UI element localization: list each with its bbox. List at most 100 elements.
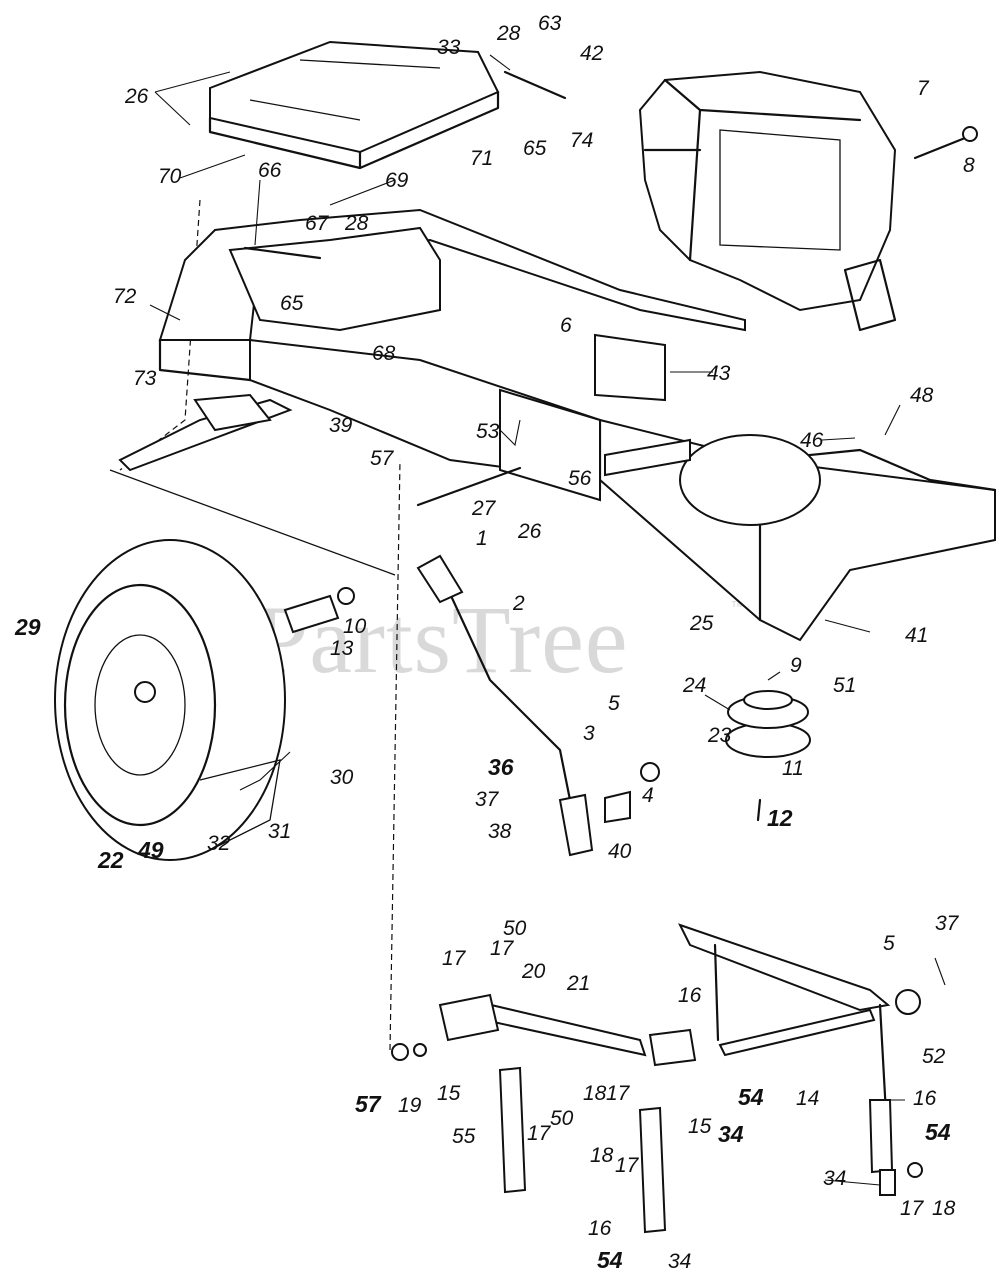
- label-22: 22: [97, 847, 124, 873]
- label-56: 56: [568, 467, 592, 490]
- engine: [638, 70, 897, 332]
- label-42: 42: [580, 42, 604, 65]
- tractor-frame: [158, 208, 997, 642]
- washer-10: [337, 587, 355, 605]
- bracket-4: [604, 790, 631, 824]
- label-24: 24: [682, 674, 706, 697]
- label-72: 72: [113, 285, 137, 308]
- label-65-mid: 65: [280, 292, 304, 315]
- label-63: 63: [538, 12, 562, 35]
- label-17-b: 17: [490, 937, 515, 960]
- label-33: 33: [437, 36, 461, 59]
- label-23: 23: [707, 724, 732, 747]
- rear-wheel: [54, 539, 286, 861]
- label-36: 36: [488, 754, 514, 780]
- label-18-c: 18: [932, 1197, 956, 1220]
- label-74: 74: [570, 129, 593, 152]
- label-69: 69: [385, 169, 409, 192]
- lift-linkage: [391, 923, 923, 1234]
- label-43: 43: [707, 362, 731, 385]
- label-46: 46: [800, 429, 824, 452]
- label-52: 52: [922, 1045, 946, 1068]
- label-10: 10: [343, 615, 367, 638]
- label-31: 31: [268, 820, 291, 843]
- label-13: 13: [330, 637, 354, 660]
- leader-lines: [149, 54, 946, 1186]
- label-26-top: 26: [124, 85, 149, 108]
- label-17-c: 17: [606, 1082, 631, 1105]
- label-16-top: 16: [678, 984, 702, 1007]
- label-34-bottom: 34: [668, 1250, 691, 1273]
- label-41: 41: [905, 624, 928, 647]
- label-34-mid: 34: [718, 1121, 744, 1147]
- label-15-right: 15: [688, 1115, 712, 1138]
- bushing-5: [640, 762, 660, 782]
- label-27: 27: [471, 497, 497, 520]
- label-4: 4: [642, 784, 654, 807]
- spring-65-upper: [503, 70, 567, 100]
- label-26-mid: 26: [517, 520, 542, 543]
- label-30: 30: [330, 766, 354, 789]
- label-29: 29: [14, 614, 41, 640]
- label-18-a: 18: [583, 1082, 607, 1105]
- label-9: 9: [790, 654, 802, 677]
- rod-27: [416, 466, 522, 507]
- label-55: 55: [452, 1125, 476, 1148]
- spacer-13: [283, 594, 340, 634]
- label-7: 7: [917, 77, 930, 100]
- label-40: 40: [608, 840, 632, 863]
- seat-pan: [208, 40, 500, 170]
- label-54-mid: 54: [738, 1084, 764, 1110]
- label-37-bottom: 37: [935, 912, 960, 935]
- label-1: 1: [476, 527, 488, 550]
- label-57-top: 57: [370, 447, 395, 470]
- label-17-a: 17: [442, 947, 467, 970]
- label-66: 66: [258, 159, 282, 182]
- label-50-top: 50: [503, 917, 527, 940]
- label-38: 38: [488, 820, 512, 843]
- label-20: 20: [521, 960, 546, 983]
- label-70: 70: [158, 165, 182, 188]
- shift-lever: [416, 554, 594, 857]
- label-19: 19: [398, 1094, 422, 1117]
- label-67: 67: [305, 212, 330, 235]
- label-51: 51: [833, 674, 856, 697]
- label-14: 14: [796, 1087, 819, 1110]
- spring-65-lower: [243, 246, 322, 260]
- label-34-right: 34: [823, 1167, 846, 1190]
- label-17-e: 17: [615, 1154, 640, 1177]
- front-axle: [118, 393, 293, 472]
- label-37-mid: 37: [475, 788, 500, 811]
- label-49: 49: [137, 837, 164, 863]
- label-73: 73: [133, 367, 157, 390]
- label-17-f: 17: [900, 1197, 925, 1220]
- label-32: 32: [207, 832, 231, 855]
- label-28-top: 28: [496, 22, 521, 45]
- label-8: 8: [963, 154, 975, 177]
- label-65-top: 65: [523, 137, 547, 160]
- label-15-left: 15: [437, 1082, 461, 1105]
- label-5-bottom: 5: [883, 932, 895, 955]
- label-11: 11: [782, 757, 804, 780]
- label-71: 71: [470, 147, 493, 170]
- axle-reference-line: [109, 469, 396, 576]
- label-39: 39: [329, 414, 353, 437]
- label-54-bottom: 54: [597, 1247, 623, 1273]
- callout-labels: 33 28 63 42 26 7 8 65 74 71 70 66 69 67 …: [14, 12, 975, 1273]
- label-3: 3: [583, 722, 595, 745]
- label-12: 12: [767, 805, 793, 831]
- label-25: 25: [689, 612, 714, 635]
- bolt-12: [756, 798, 762, 822]
- label-6: 6: [560, 314, 572, 337]
- label-16-right: 16: [913, 1087, 937, 1110]
- nut-8: [962, 126, 978, 142]
- label-57-bottom: 57: [355, 1091, 382, 1117]
- bolt-7: [913, 136, 967, 160]
- label-2: 2: [512, 592, 525, 615]
- pulley-24: [725, 690, 811, 758]
- label-48: 48: [910, 384, 934, 407]
- label-28-mid: 28: [344, 212, 369, 235]
- label-17-d: 17: [527, 1122, 552, 1145]
- label-54-right: 54: [925, 1119, 951, 1145]
